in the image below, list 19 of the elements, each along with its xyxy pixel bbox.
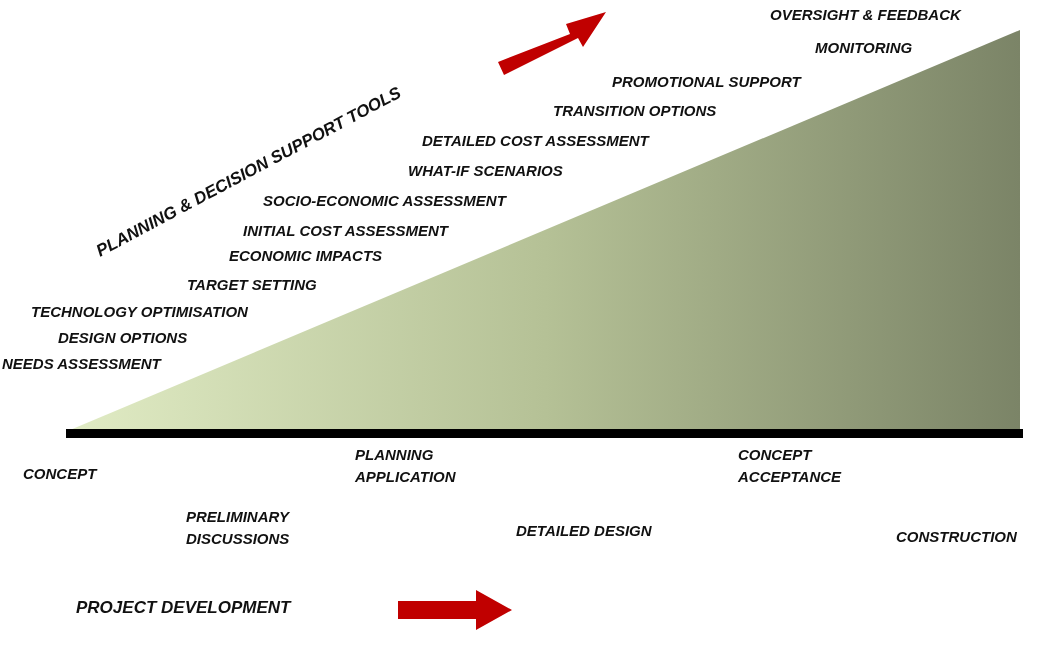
stage-label: PLANNING APPLICATION xyxy=(355,445,457,487)
tool-label: WHAT-IF SCENARIOS xyxy=(408,161,563,181)
stage-label: PRELIMINARY DISCUSSIONS xyxy=(186,507,291,549)
stage-label: CONSTRUCTION xyxy=(896,527,1017,547)
tool-label: OVERSIGHT & FEEDBACK xyxy=(770,5,961,25)
tool-label: TRANSITION OPTIONS xyxy=(553,101,717,121)
stage-label: DETAILED DESIGN xyxy=(516,521,652,541)
axis-heading: PROJECT DEVELOPMENT xyxy=(76,597,291,619)
tool-label: MONITORING xyxy=(815,38,913,58)
tool-label: TARGET SETTING xyxy=(187,275,317,295)
tool-label: PROMOTIONAL SUPPORT xyxy=(612,72,801,92)
tool-label: DETAILED COST ASSESSMENT xyxy=(422,131,649,151)
tool-label: DESIGN OPTIONS xyxy=(58,328,188,348)
tool-label: ECONOMIC IMPACTS xyxy=(229,246,383,266)
tool-label: TECHNOLOGY OPTIMISATION xyxy=(31,302,248,322)
stage-label: CONCEPT xyxy=(23,464,97,484)
tool-label: NEEDS ASSESSMENT xyxy=(2,354,161,374)
stage-label: CONCEPT ACCEPTANCE xyxy=(738,445,843,487)
tool-label: INITIAL COST ASSESSMENT xyxy=(243,221,449,241)
